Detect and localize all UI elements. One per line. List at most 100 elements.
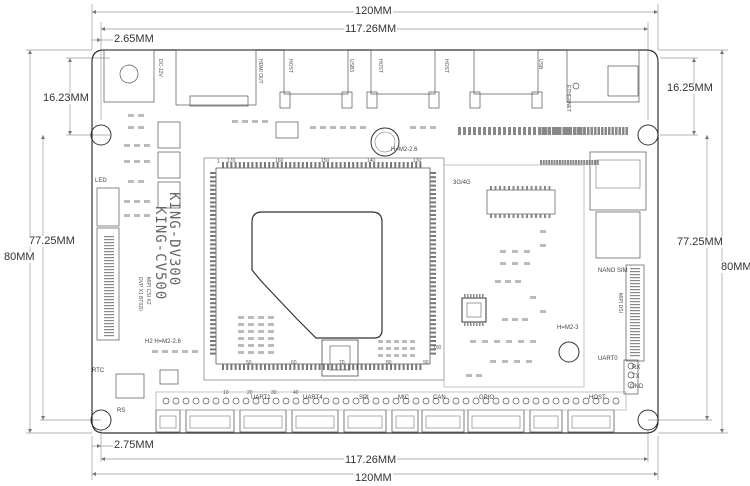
fpc-pin xyxy=(104,287,114,289)
chip-small xyxy=(275,121,299,139)
chip-u1 xyxy=(486,189,556,215)
dimension-arrow xyxy=(28,50,32,54)
pin-label: 100 xyxy=(433,345,442,351)
fpc-pin xyxy=(630,274,640,276)
fpc-pin xyxy=(104,275,114,277)
soc-pin xyxy=(210,256,216,258)
soc-pin xyxy=(430,264,436,267)
soc-pin xyxy=(210,272,216,275)
soc-pin xyxy=(430,293,436,296)
soc-pin xyxy=(226,364,229,370)
soc-pin xyxy=(430,327,436,330)
soc-pin xyxy=(210,235,216,237)
chip-pin xyxy=(521,214,524,218)
header-pin-round xyxy=(162,397,170,405)
soc-pin xyxy=(419,364,422,370)
smd-part xyxy=(258,337,264,340)
soc-pin xyxy=(415,162,418,168)
soc-pin xyxy=(259,364,262,370)
smd-part xyxy=(242,120,248,123)
soc-pin xyxy=(210,310,216,313)
soc-pin xyxy=(210,268,216,271)
soc-pin xyxy=(398,162,401,168)
smd-part xyxy=(134,160,140,163)
soc-pin xyxy=(276,364,279,370)
soc-pin xyxy=(210,180,216,183)
header-pin-round xyxy=(272,397,280,405)
dimension-arrow xyxy=(101,457,105,461)
chip-pin xyxy=(494,186,497,190)
fpc-pin xyxy=(630,286,640,288)
header-pin xyxy=(458,127,461,135)
dimension-arrow xyxy=(692,131,696,135)
soc-pin xyxy=(210,323,216,326)
header-pin xyxy=(591,160,594,165)
header-pin-round xyxy=(352,397,360,405)
soc-pin xyxy=(339,162,342,168)
soc-pin xyxy=(381,364,384,370)
smd-part xyxy=(490,360,496,363)
mounting-hole-core xyxy=(558,341,580,363)
dimension-arrow xyxy=(692,58,696,62)
smd-part xyxy=(310,126,316,129)
silk-usb-host-3: HOST xyxy=(443,59,449,73)
smd-part xyxy=(430,126,436,129)
smd-part xyxy=(134,144,140,147)
header-pin xyxy=(569,127,572,135)
soc-pin xyxy=(430,268,436,271)
smd-part xyxy=(262,120,268,123)
ethernet-led xyxy=(607,65,639,97)
usb-host-3 xyxy=(473,49,539,95)
header-pin-round xyxy=(532,397,540,405)
silk-nano-sim: NANO SIM xyxy=(598,268,628,274)
soc-pin xyxy=(352,162,355,168)
soc-pin xyxy=(411,364,413,370)
header-pin xyxy=(576,127,579,135)
fpc-pin xyxy=(630,331,640,333)
silk-gpio: GPIO xyxy=(479,395,495,401)
soc-pin xyxy=(415,364,418,370)
soc-pin xyxy=(230,162,233,168)
bottom-header xyxy=(467,409,525,433)
soc-pin xyxy=(430,310,436,313)
soc-pin xyxy=(210,193,216,195)
chip-pin xyxy=(503,186,506,190)
pin-label: 130 xyxy=(413,158,422,164)
header-pin-round xyxy=(262,397,270,405)
smd-part xyxy=(530,296,536,299)
header-pin xyxy=(590,127,593,135)
soc-pin xyxy=(238,162,241,168)
header-pin xyxy=(566,127,569,135)
header-pin-round xyxy=(332,397,340,405)
soc-pin xyxy=(430,201,436,204)
chip-pin xyxy=(535,186,537,190)
soc-pin xyxy=(210,243,216,246)
smd-part xyxy=(402,347,407,350)
smd-part xyxy=(124,160,130,163)
header-pin-round xyxy=(282,397,290,405)
chip-pin xyxy=(544,214,546,218)
chip-pin xyxy=(508,186,510,190)
chip-eth-phy xyxy=(461,297,487,323)
soc-pin xyxy=(210,331,216,334)
soc-pin xyxy=(352,364,355,370)
header-pin xyxy=(575,160,578,165)
smd-part xyxy=(330,126,336,129)
smd-part xyxy=(258,323,264,326)
fpc-pin xyxy=(630,310,640,312)
soc-pin xyxy=(343,162,346,168)
dimension-arrow xyxy=(720,50,724,54)
soc-pin xyxy=(322,364,325,370)
smd-part xyxy=(530,340,536,343)
chip-pin xyxy=(539,214,542,218)
chip-pin xyxy=(517,214,519,218)
fpc-pin xyxy=(104,329,114,331)
bottom-header-inner xyxy=(243,415,283,429)
hdmi-connector xyxy=(175,49,257,106)
rtc-battery-part xyxy=(159,369,179,385)
fpc-pin xyxy=(104,236,114,238)
smd-part xyxy=(512,250,518,253)
soc-pin xyxy=(272,162,275,168)
soc-pin xyxy=(430,235,436,237)
fpc-pin xyxy=(630,295,640,297)
